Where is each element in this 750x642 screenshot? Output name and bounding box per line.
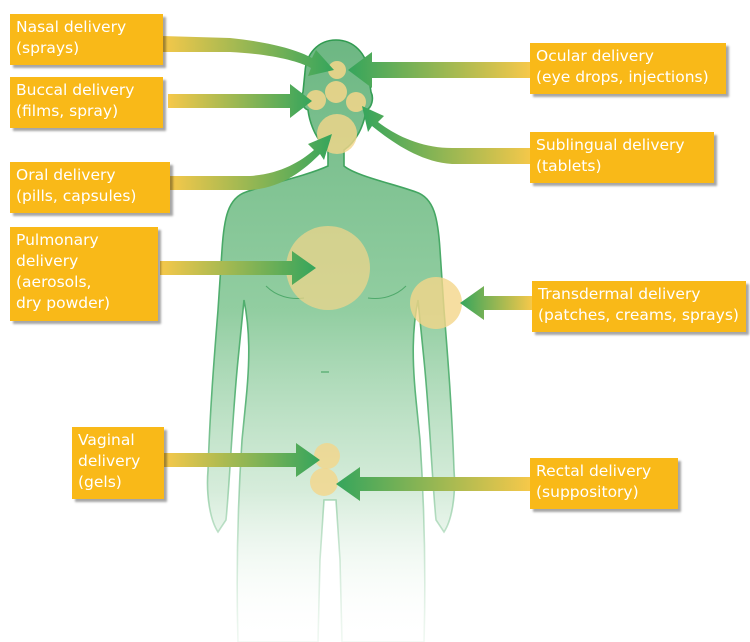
transdermal-subtitle: (patches, creams, sprays) [538,305,740,326]
label-rectal-delivery: Rectal delivery (suppository) [530,458,678,509]
label-vaginal-delivery: Vaginal delivery (gels) [72,427,164,499]
target-vaginal [314,443,340,469]
arrow-ocular [348,52,530,88]
nasal-title: Nasal delivery [16,17,157,38]
pulmonary-line-1: Pulmonary [16,230,152,251]
label-transdermal-delivery: Transdermal delivery (patches, creams, s… [532,281,746,332]
buccal-subtitle: (films, spray) [16,101,157,122]
label-ocular-delivery: Ocular delivery (eye drops, injections) [530,43,726,94]
sublingual-subtitle: (tablets) [536,156,708,177]
nasal-subtitle: (sprays) [16,38,157,59]
arrow-sublingual [362,106,532,164]
arrow-buccal [168,84,312,118]
buccal-title: Buccal delivery [16,80,157,101]
label-pulmonary-delivery: Pulmonary delivery (aerosols, dry powder… [10,227,158,321]
target-skin [410,277,462,329]
rectal-title: Rectal delivery [536,461,672,482]
label-oral-delivery: Oral delivery (pills, capsules) [10,162,170,213]
target-rectal [310,468,338,496]
sublingual-title: Sublingual delivery [536,135,708,156]
label-sublingual-delivery: Sublingual delivery (tablets) [530,132,714,183]
target-eye [325,81,347,103]
ocular-subtitle: (eye drops, injections) [536,67,720,88]
transdermal-title: Transdermal delivery [538,284,740,305]
label-buccal-delivery: Buccal delivery (films, spray) [10,77,163,128]
label-nasal-delivery: Nasal delivery (sprays) [10,14,163,65]
vaginal-line-1: Vaginal [78,430,158,451]
rectal-subtitle: (suppository) [536,482,672,503]
pulmonary-line-2: delivery [16,251,152,272]
oral-subtitle: (pills, capsules) [16,186,164,207]
arrow-transdermal [460,286,532,320]
pulmonary-line-4: dry powder) [16,293,152,314]
pulmonary-line-3: (aerosols, [16,272,152,293]
ocular-title: Ocular delivery [536,46,720,67]
vaginal-line-3: (gels) [78,472,158,493]
vaginal-line-2: delivery [78,451,158,472]
oral-title: Oral delivery [16,165,164,186]
